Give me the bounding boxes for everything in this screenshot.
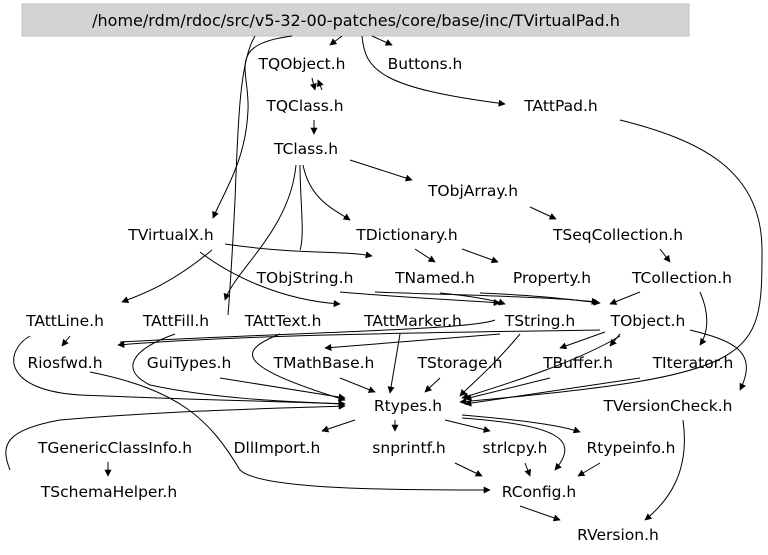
node-tattfill[interactable]: TAttFill.h [142,312,209,330]
edge-tattfill-rtypes [132,333,346,408]
root-node-box [21,3,690,37]
edge-tqobject-tqclass [310,77,317,91]
edge-tstring-tmathbase [324,333,501,351]
edge-strlcpy-rconfig [524,462,532,477]
node-tattmarker[interactable]: TAttMarker.h [363,312,462,330]
edge-rtypes-dllimport [321,419,356,433]
edge-tstorage-rtypes [424,377,441,393]
edge-tnamed-tobject [479,292,601,306]
edge-titerator-rtypes [464,377,641,407]
edge-tclass-tdictionary [302,164,351,221]
edge-rtypeinfo-rconfig [577,462,601,477]
edge-tvirtualx-tattmarker [199,251,341,308]
edge-root-tvirtualx [212,35,293,219]
node-tschemahelper[interactable]: TSchemaHelper.h [40,483,177,501]
edge-tclass-tobjarray [349,159,413,182]
edge-rconfig-rversion [519,505,561,522]
node-tseqcollection[interactable]: TSeqCollection.h [552,226,683,244]
edge-riosfwd-rconfig [89,371,491,494]
edge-tobject-tbuffer [609,333,621,347]
node-titerator[interactable]: TIterator.h [652,354,734,372]
edge-tattline-riosfwd [61,335,71,347]
node-tstorage[interactable]: TStorage.h [417,354,503,372]
edge-tmathbase-rtypes [339,377,376,393]
node-buttons[interactable]: Buttons.h [388,55,463,73]
node-tattline[interactable]: TAttLine.h [25,312,104,330]
node-tversioncheck[interactable]: TVersionCheck.h [603,397,733,415]
edge-tdictionary-property [461,248,499,264]
edge-guitypes-rtypes [219,377,346,401]
node-tobject[interactable]: TObject.h [610,312,686,330]
node-dllimport[interactable]: DllImport.h [234,439,321,457]
edges [5,35,763,522]
node-rconfig[interactable]: RConfig.h [502,483,576,501]
node-tmathbase[interactable]: TMathBase.h [273,354,375,372]
node-tgenericclassinfo[interactable]: TGenericClassInfo.h [37,439,192,457]
node-tclass[interactable]: TClass.h [273,140,338,158]
edge-tnamed-tstring [439,292,506,306]
edge-tclass-tattfill [223,164,297,301]
edge-rtypes-rconfig [461,417,566,471]
node-rtypeinfo[interactable]: Rtypeinfo.h [587,439,676,457]
edge-tattpad-rtypes [459,119,763,405]
node-rtypes[interactable]: Rtypes.h [374,397,442,415]
node-property[interactable]: Property.h [513,269,591,287]
edge-tobject-riosfwd [117,329,601,348]
node-tqclass[interactable]: TQClass.h [265,97,343,115]
edge-snprintf-rconfig [454,462,483,477]
edge-tcollection-titerator [699,291,708,346]
edge-tobject-rtypes [461,335,621,400]
node-tqobject[interactable]: TQObject.h [258,55,346,73]
edge-tclass-tobjstring [299,164,303,251]
node-tatttext[interactable]: TAttText.h [244,312,322,330]
node-tstring[interactable]: TString.h [504,312,575,330]
edge-tattmarker-rtypes [387,333,401,394]
node-tdictionary[interactable]: TDictionary.h [355,226,458,244]
edge-root-tqobject [329,35,343,46]
node-strlcpy[interactable]: strlcpy.h [483,439,548,457]
edge-tobjarray-tseqcollection [529,206,557,220]
node-rversion[interactable]: RVersion.h [577,526,659,544]
node-tobjarray[interactable]: TObjArray.h [427,182,518,200]
edge-tvirtualx-tnamed [224,243,373,259]
node-tnamed[interactable]: TNamed.h [394,269,475,287]
node-tcollection[interactable]: TCollection.h [631,269,732,287]
node-tobjstring[interactable]: TObjString.h [256,269,354,287]
node-tbuffer[interactable]: TBuffer.h [542,354,613,372]
node-snprintf[interactable]: snprintf.h [372,439,445,457]
edge-root-riosfwd [227,35,256,316]
edge-root-buttons [371,35,393,46]
node-guitypes[interactable]: GuiTypes.h [147,354,232,372]
node-root[interactable]: /home/rdm/rdoc/src/v5-32-00-patches/core… [92,11,620,30]
edge-tseqcollection-tcollection [659,248,671,263]
node-labels: /home/rdm/rdoc/src/v5-32-00-patches/core… [25,11,733,544]
edge-tstring-rtypes [459,333,521,397]
edge-tversioncheck-rversion [644,419,685,521]
node-riosfwd[interactable]: Riosfwd.h [27,354,102,372]
edge-tcollection-tobject [609,291,641,305]
edge-rtypes-strlcpy [444,419,491,433]
edge-tobject-tversioncheck [689,329,747,391]
edge-tqclass-tqobject [317,79,324,91]
edge-tobjstring-tstring [339,291,501,307]
edge-tstring-riosfwd [119,319,496,343]
edge-tgenericclassinfo-rtypes [5,402,346,471]
edge-tatttext-rtypes [252,333,346,402]
node-tattpad[interactable]: TAttPad.h [523,97,598,115]
edge-root-tattpad [361,35,506,107]
edge-tobject-tstorage [559,331,606,350]
edge-tvirtualx-tattline [121,249,213,303]
edge-tdictionary-tnamed [414,248,436,263]
edge-rtypes-rtypeinfo [461,414,581,434]
node-tvirtualx[interactable]: TVirtualX.h [127,226,214,244]
edge-tbuffer-rtypes [464,377,551,401]
